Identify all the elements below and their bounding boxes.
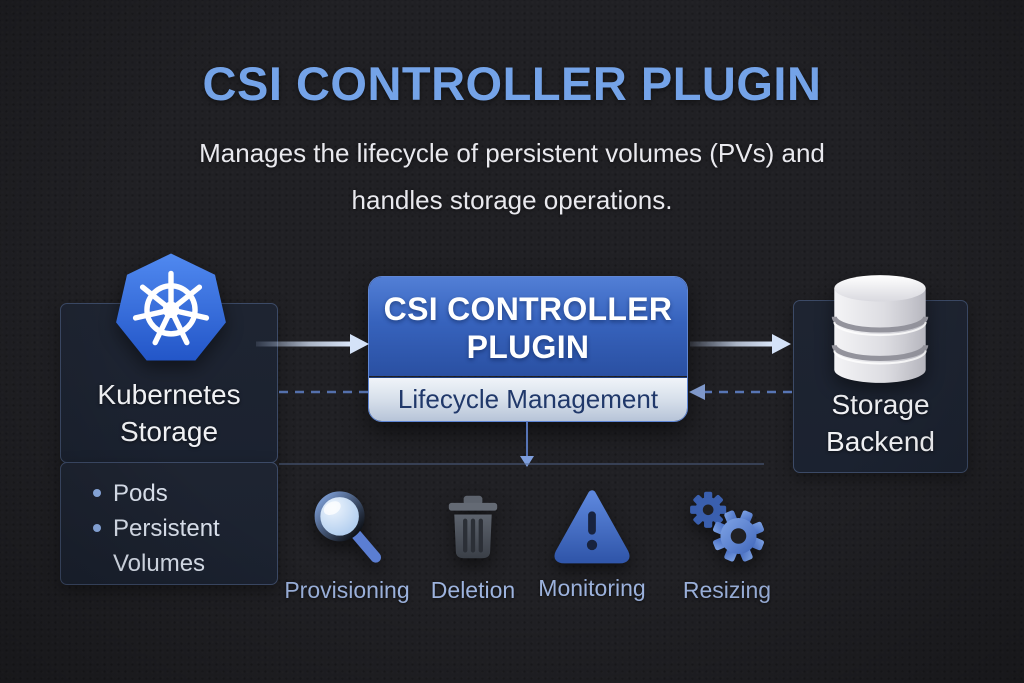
storage-backend-label: Storage Backend bbox=[794, 386, 967, 460]
controller-title-line1: CSI CONTROLLER bbox=[383, 291, 673, 327]
kubernetes-label-line1: Kubernetes bbox=[97, 379, 241, 410]
operation-deletion: Deletion bbox=[407, 486, 539, 604]
csi-controller-plugin-title: CSI CONTROLLER PLUGIN bbox=[369, 277, 687, 376]
trash-icon bbox=[448, 495, 498, 559]
bullet-dot bbox=[93, 524, 101, 532]
kubernetes-items-list: Pods Persistent Volumes bbox=[91, 476, 267, 581]
database-cylinder-icon bbox=[831, 275, 929, 383]
operation-provisioning: Provisioning bbox=[281, 486, 413, 604]
lifecycle-management-badge: Lifecycle Management bbox=[369, 377, 687, 421]
gears-icon bbox=[690, 491, 765, 562]
operation-monitoring: Monitoring bbox=[526, 486, 658, 602]
page-subtitle: Manages the lifecycle of persistent volu… bbox=[0, 130, 1024, 224]
csi-to-operations-connector bbox=[279, 421, 764, 467]
warning-triangle-icon bbox=[554, 490, 630, 564]
list-item-persistent-volumes: Persistent Volumes bbox=[91, 511, 267, 581]
kubernetes-label-line2: Storage bbox=[119, 416, 219, 447]
operation-label-deletion: Deletion bbox=[430, 577, 516, 603]
operation-label-provisioning: Provisioning bbox=[284, 577, 410, 603]
subtitle-line-1: Manages the lifecycle of persistent volu… bbox=[199, 138, 825, 168]
storage-label-line1: Storage bbox=[831, 389, 930, 420]
magnifier-icon bbox=[314, 491, 382, 563]
operation-label-resizing: Resizing bbox=[682, 577, 772, 603]
kubernetes-helm-icon bbox=[116, 253, 226, 361]
page-title: CSI CONTROLLER PLUGIN bbox=[202, 57, 822, 110]
kubernetes-items-panel: Pods Persistent Volumes bbox=[60, 462, 278, 585]
csi-to-storage-arrow bbox=[690, 334, 791, 354]
kubernetes-storage-label: Kubernetes Storage bbox=[61, 376, 277, 450]
csi-controller-plugin-node: CSI CONTROLLER PLUGIN Lifecycle Manageme… bbox=[368, 276, 688, 422]
list-item-pods: Pods bbox=[91, 476, 267, 511]
bullet-dot bbox=[93, 489, 101, 497]
operation-label-monitoring: Monitoring bbox=[538, 575, 646, 601]
storage-to-csi-dashed-arrow bbox=[689, 384, 793, 400]
operation-resizing: Resizing bbox=[661, 486, 793, 604]
subtitle-line-2: handles storage operations. bbox=[351, 185, 673, 215]
controller-title-line2: PLUGIN bbox=[466, 329, 590, 365]
storage-label-line2: Backend bbox=[826, 426, 935, 457]
